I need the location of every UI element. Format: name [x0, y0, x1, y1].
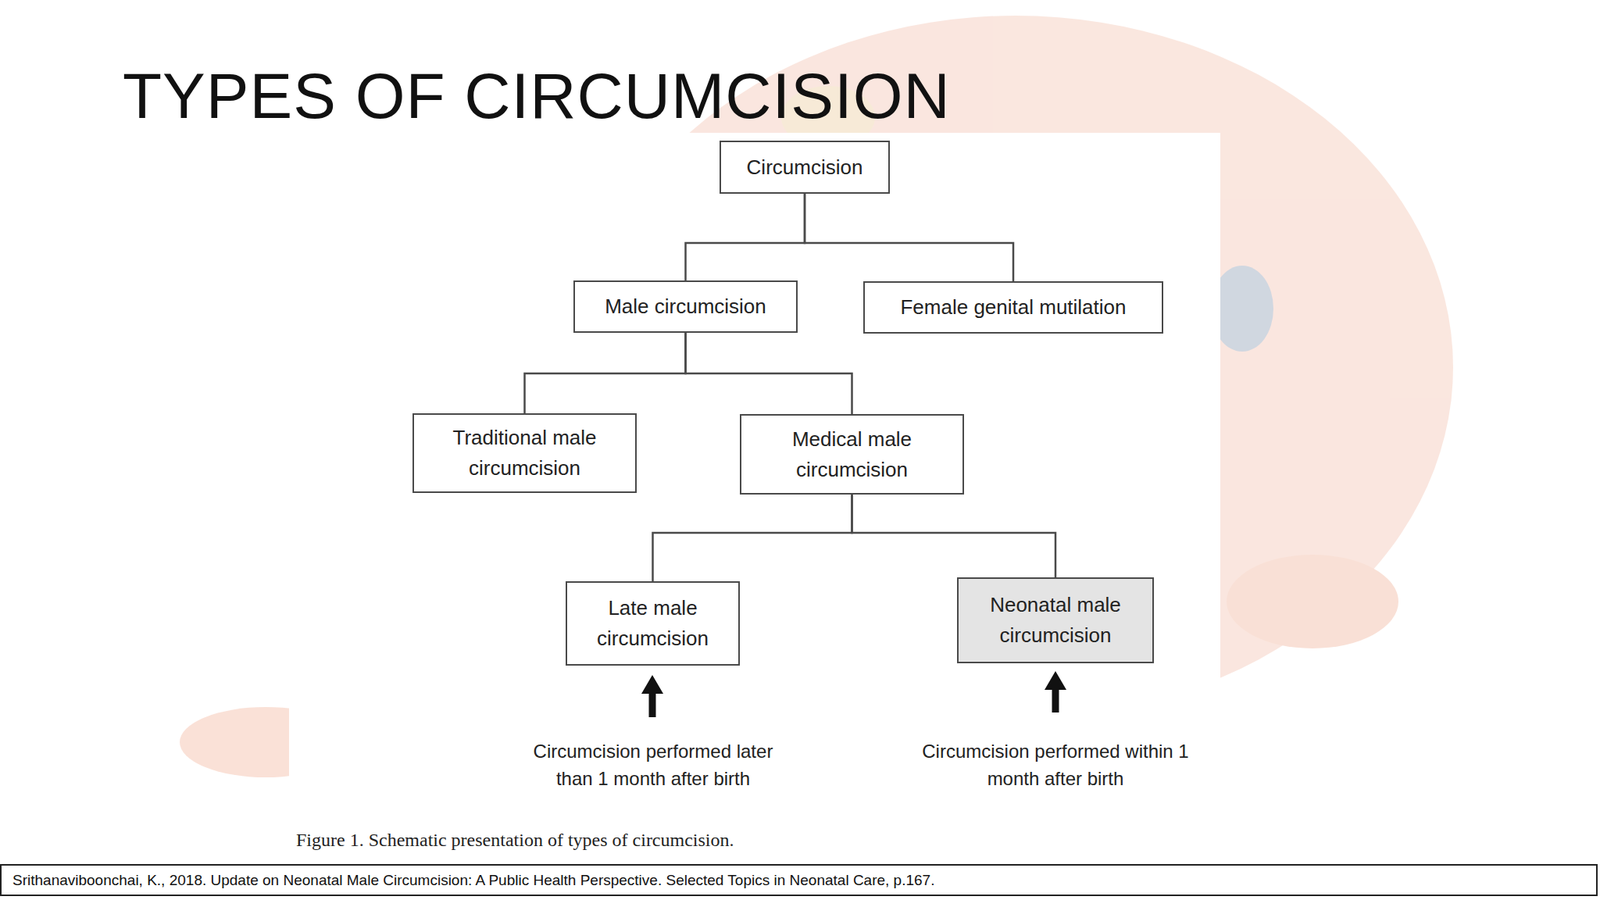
baby-hand: [1226, 554, 1399, 649]
category-box: Circumcision: [719, 140, 890, 194]
baby-eye: [1210, 265, 1274, 352]
category-box: Neonatal male circumcision: [957, 577, 1154, 664]
reference-citation: Srithanaviboonchai, K., 2018. Update on …: [0, 864, 1598, 897]
box-label: Neonatal male circumcision: [967, 589, 1143, 651]
box-label: Female genital mutilation: [900, 292, 1126, 323]
tree-connector: [525, 332, 686, 414]
pointer-arrow-head: [1044, 671, 1067, 690]
category-box: Female genital mutilation: [863, 281, 1164, 334]
box-label: Circumcision: [746, 152, 864, 183]
tree-connector: [685, 332, 853, 415]
box-label: Late male circumcision: [576, 592, 729, 654]
annotation-note: Circumcision performed within 1 month af…: [914, 738, 1197, 793]
pointer-arrow-shaft: [1052, 687, 1060, 713]
box-label: Medical male circumcision: [750, 424, 954, 486]
category-box: Medical male circumcision: [739, 414, 965, 495]
figure-caption: Figure 1. Schematic presentation of type…: [296, 829, 735, 851]
category-box: Male circumcision: [573, 280, 798, 333]
box-label: Male circumcision: [604, 291, 767, 322]
category-box: Traditional male circumcision: [412, 413, 637, 493]
slide-title: TYPES OF CIRCUMCISION: [122, 59, 951, 133]
category-box: Late male circumcision: [565, 581, 740, 666]
tree-connector: [653, 494, 853, 582]
tree-connector: [852, 494, 1057, 578]
annotation-note: Circumcision performed later than 1 mont…: [512, 738, 794, 793]
tree-connector: [804, 193, 1014, 282]
pointer-arrows: [641, 671, 1067, 718]
tree-connector: [685, 193, 806, 281]
pointer-arrow-head: [641, 675, 664, 694]
box-label: Traditional male circumcision: [423, 422, 626, 484]
pointer-arrow-shaft: [649, 691, 657, 718]
